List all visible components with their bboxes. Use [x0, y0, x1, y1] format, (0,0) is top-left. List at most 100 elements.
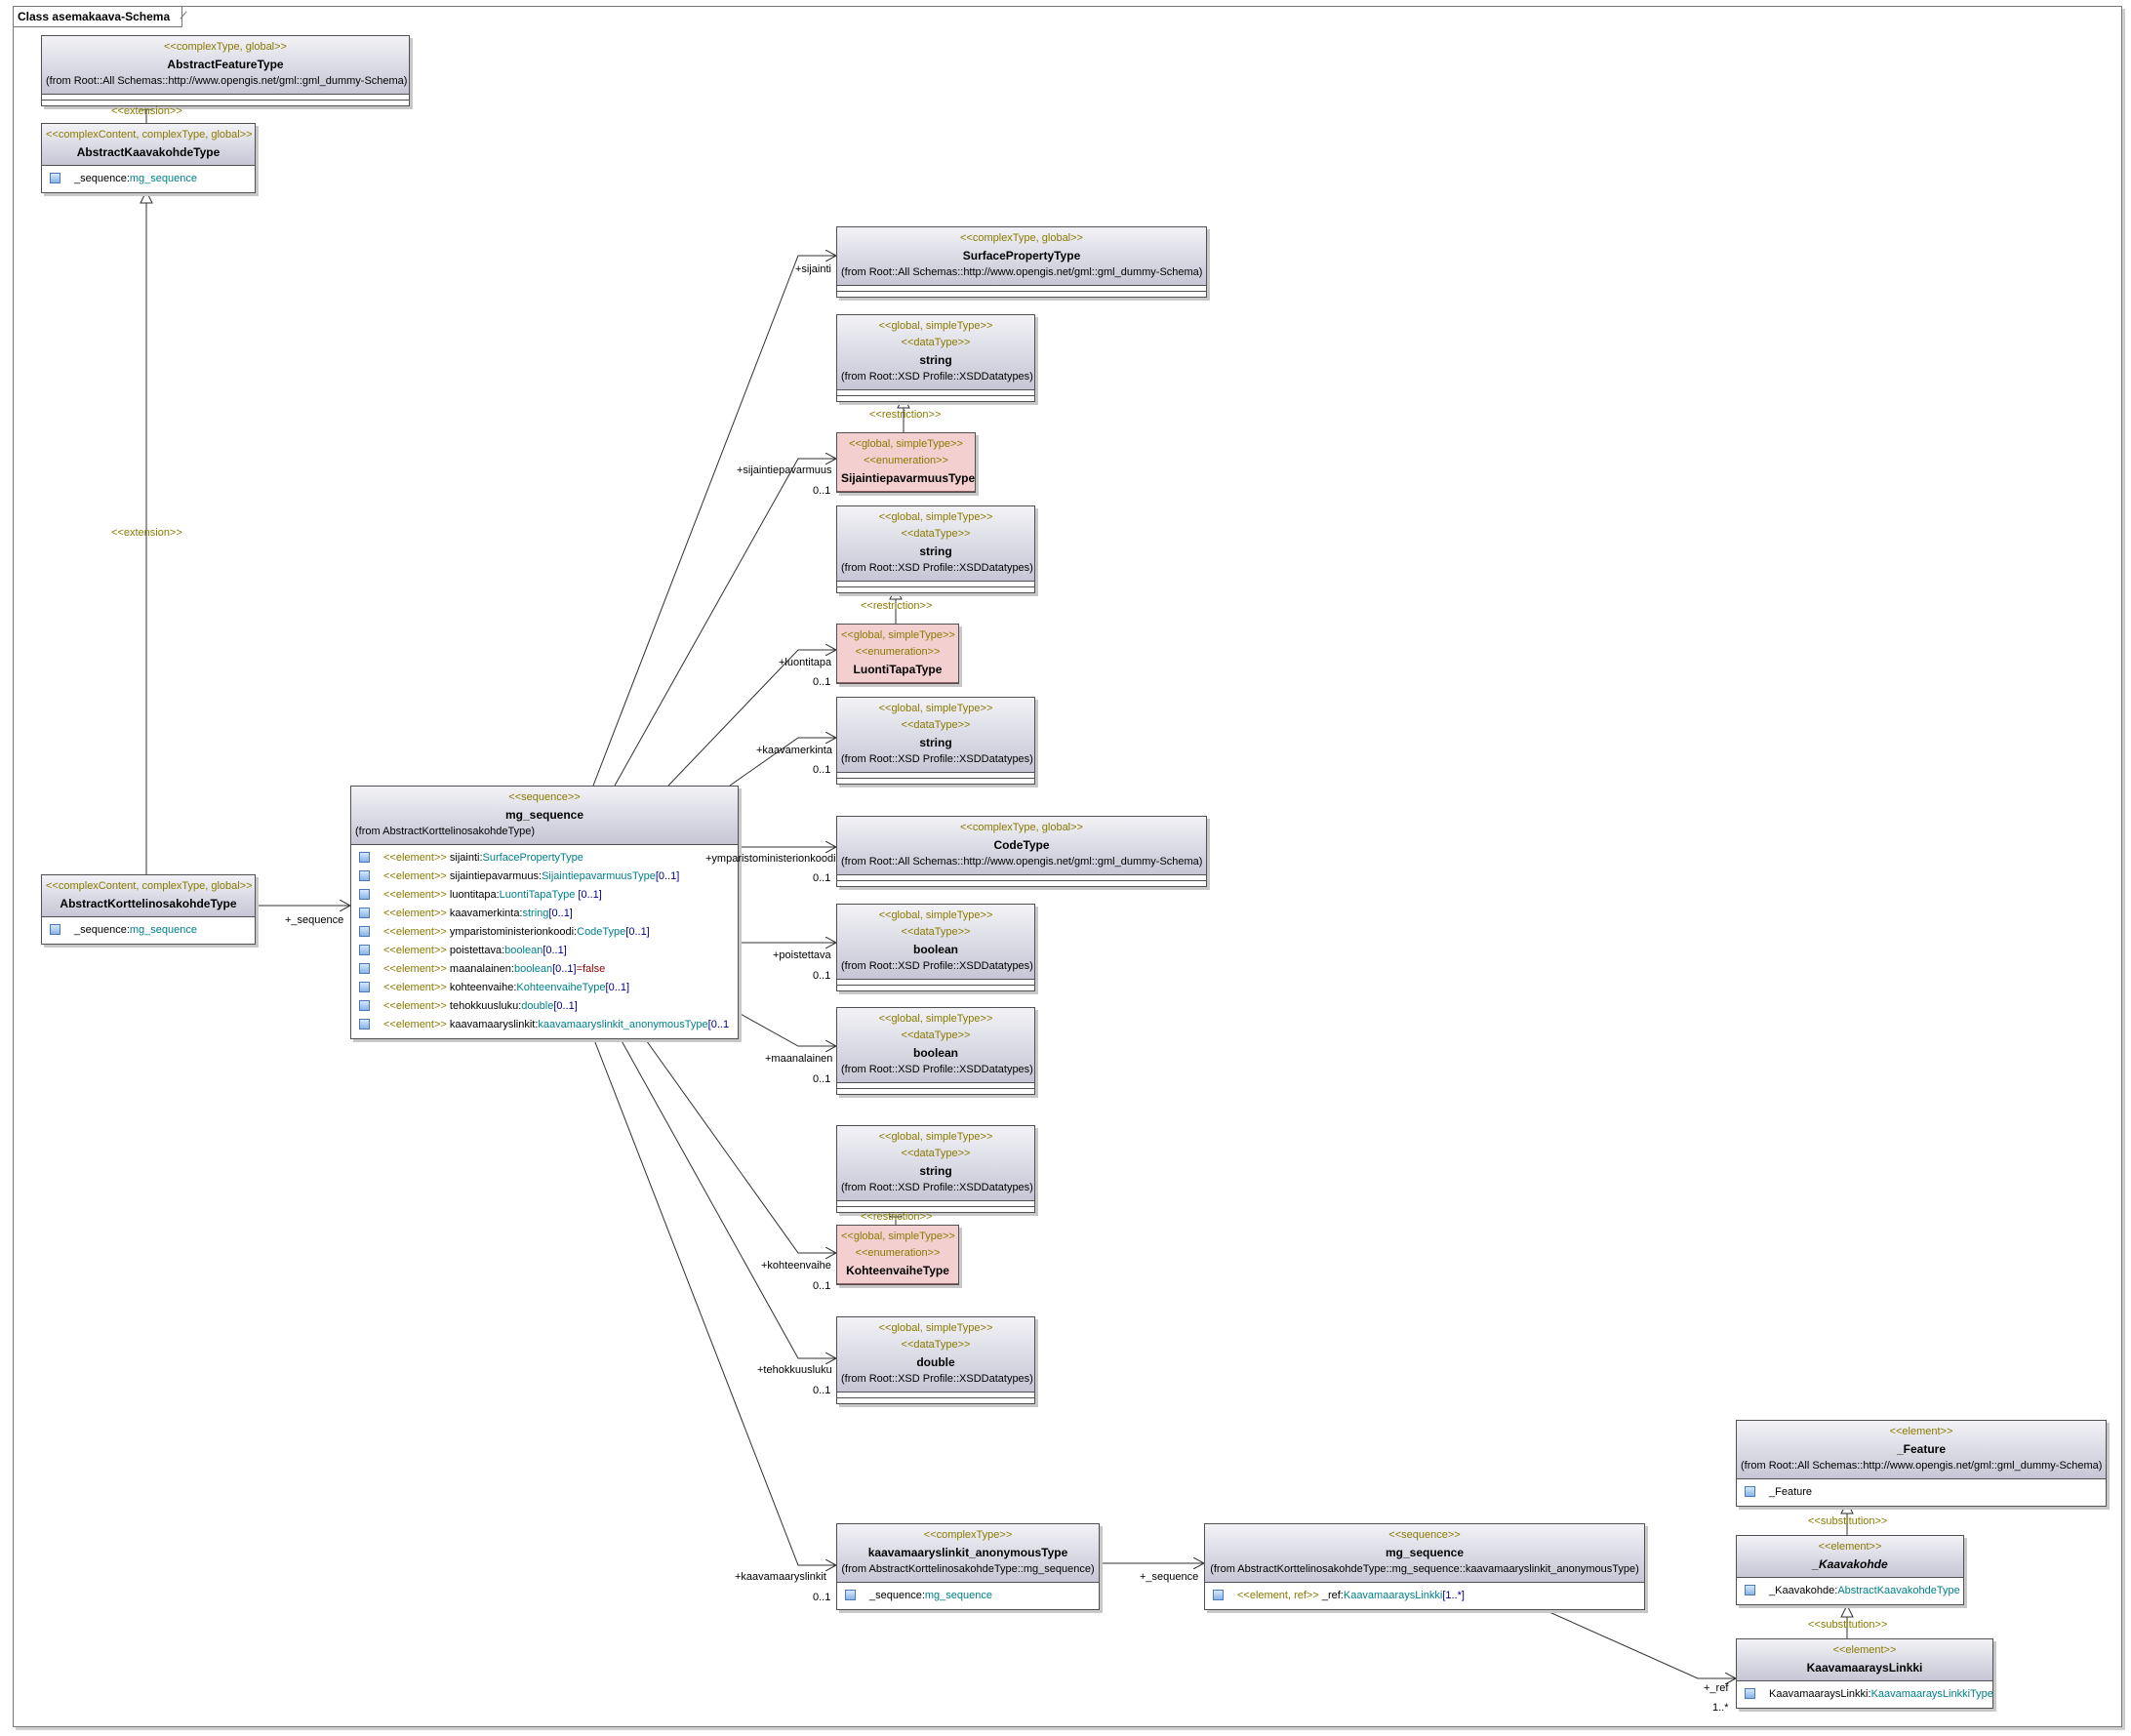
- class-kaavamaarays-linkki[interactable]: <<element>> KaavamaaraysLinkki Kaavamaar…: [1736, 1638, 1993, 1709]
- attribute-row[interactable]: _sequence:mg_sequence: [42, 170, 255, 188]
- restriction-label: <<restriction>>: [869, 409, 942, 421]
- multiplicity-label: 0..1: [813, 1385, 831, 1396]
- attribute-icon: [359, 889, 370, 900]
- stereotype: <<global, simpleType>>: [878, 1322, 993, 1334]
- class-double-1[interactable]: <<global, simpleType>> <<dataType>> doub…: [836, 1316, 1035, 1404]
- class-string-3[interactable]: <<global, simpleType>> <<dataType>> stri…: [836, 697, 1035, 785]
- stereotype: <<global, simpleType>>: [878, 1013, 993, 1025]
- multiplicity-label: 0..1: [813, 970, 831, 982]
- class-namespace: (from Root::All Schemas::http://www.open…: [841, 856, 1203, 868]
- attribute-row[interactable]: <<element>> sijainti:SurfacePropertyType: [351, 849, 738, 868]
- stereotype: <<dataType>>: [901, 926, 971, 938]
- class-abstract-feature-type[interactable]: <<complexType, global>> AbstractFeatureT…: [41, 35, 410, 106]
- role-label: +sijainti: [795, 263, 831, 275]
- attribute-compartment: _Feature: [1737, 1479, 2106, 1506]
- enum-sijaintiepavarmuus-type[interactable]: <<global, simpleType>> <<enumeration>> S…: [836, 432, 976, 493]
- stereotype: <<complexType, global>>: [960, 822, 1083, 833]
- class-boolean-1[interactable]: <<global, simpleType>> <<dataType>> bool…: [836, 904, 1035, 991]
- class-name: string: [919, 545, 952, 558]
- operation-compartment: [837, 985, 1034, 990]
- extension-label: <<extension>>: [111, 105, 182, 117]
- frame-title: Class asemakaava-Schema: [14, 7, 183, 27]
- class-name: kaavamaaryslinkit_anonymousType: [867, 1546, 1068, 1559]
- class-name: SijaintiepavarmuusType: [841, 471, 976, 485]
- attribute-compartment: <<element>> sijainti:SurfacePropertyType…: [351, 845, 738, 1038]
- attribute-icon: [1745, 1585, 1755, 1595]
- multiplicity-label: 1..*: [1712, 1702, 1729, 1714]
- operation-compartment: [837, 586, 1034, 592]
- attribute-row[interactable]: <<element>> kaavamerkinta:string[0..1]: [351, 905, 738, 923]
- substitution-label: <<substitution>>: [1808, 1515, 1888, 1527]
- stereotype: <<complexType>>: [923, 1529, 1013, 1541]
- class-namespace: (from Root::XSD Profile::XSDDatatypes): [841, 1182, 1033, 1193]
- stereotype: <<sequence>>: [1388, 1529, 1461, 1541]
- operation-compartment: [837, 880, 1206, 886]
- class-name: _Feature: [1896, 1442, 1947, 1456]
- stereotype: <<dataType>>: [901, 337, 971, 348]
- class-mg-sequence[interactable]: <<sequence>> mg_sequence (from AbstractK…: [350, 786, 739, 1039]
- assoc-kaavamerkinta: [729, 738, 836, 787]
- attribute-compartment: _sequence:mg_sequence: [837, 1583, 1099, 1609]
- operation-compartment: [837, 1088, 1034, 1094]
- class-boolean-2[interactable]: <<global, simpleType>> <<dataType>> bool…: [836, 1007, 1035, 1095]
- stereotype: <<global, simpleType>>: [878, 909, 993, 921]
- class-feature[interactable]: <<element>> _Feature (from Root::All Sch…: [1736, 1420, 2107, 1507]
- class-namespace: (from Root::All Schemas::http://www.open…: [841, 266, 1203, 278]
- class-string-2[interactable]: <<global, simpleType>> <<dataType>> stri…: [836, 505, 1035, 593]
- operation-compartment: [837, 395, 1034, 401]
- multiplicity-label: 0..1: [813, 1280, 831, 1292]
- attribute-row[interactable]: <<element>> kaavamaaryslinkit:kaavamaary…: [351, 1016, 738, 1034]
- attribute-row[interactable]: <<element>> tehokkuusluku:double[0..1]: [351, 997, 738, 1016]
- class-string-1[interactable]: <<global, simpleType>> <<dataType>> stri…: [836, 314, 1035, 402]
- attribute-row[interactable]: _sequence:mg_sequence: [837, 1587, 1099, 1605]
- enum-kohteenvaihe-type[interactable]: <<global, simpleType>> <<enumeration>> K…: [836, 1225, 959, 1285]
- attribute-row[interactable]: <<element>> luontitapa:LuontiTapaType [0…: [351, 886, 738, 905]
- attribute-row[interactable]: <<element>> kohteenvaihe:KohteenvaiheTyp…: [351, 979, 738, 997]
- class-namespace: (from AbstractKorttelinosakohdeType): [355, 826, 536, 837]
- class-abstract-korttelinosakohde-type[interactable]: <<complexContent, complexType, global>> …: [41, 874, 256, 945]
- multiplicity-label: 0..1: [813, 1073, 831, 1085]
- class-name: boolean: [912, 1046, 958, 1060]
- class-name: AbstractKaavakohdeType: [76, 145, 221, 159]
- class-code-type[interactable]: <<complexType, global>> CodeType (from R…: [836, 816, 1207, 887]
- attribute-icon: [359, 908, 370, 918]
- assoc-tehokkuusluku: [619, 1036, 836, 1358]
- attribute-row[interactable]: <<element>> sijaintiepavarmuus:Sijaintie…: [351, 868, 738, 886]
- class-abstract-kaavakohde-type[interactable]: <<complexContent, complexType, global>> …: [41, 123, 256, 193]
- class-name: LuontiTapaType: [853, 663, 943, 676]
- class-surface-property-type[interactable]: <<complexType, global>> SurfacePropertyT…: [836, 226, 1207, 298]
- stereotype: <<dataType>>: [901, 528, 971, 540]
- stereotype: <<dataType>>: [901, 719, 971, 731]
- attribute-row[interactable]: <<element>> poistettava:boolean[0..1]: [351, 942, 738, 960]
- multiplicity-label: 0..1: [813, 764, 831, 776]
- attribute-row[interactable]: <<element>> ymparistoministerionkoodi:Co…: [351, 923, 738, 942]
- class-name: KaavamaaraysLinkki: [1806, 1661, 1923, 1675]
- enum-luontitapa-type[interactable]: <<global, simpleType>> <<enumeration>> L…: [836, 624, 959, 684]
- attribute-row[interactable]: <<element, ref>> _ref:KaavamaaraysLinkki…: [1205, 1587, 1644, 1605]
- class-namespace: (from Root::All Schemas::http://www.open…: [1741, 1460, 2103, 1472]
- attribute-row[interactable]: _sequence:mg_sequence: [42, 921, 255, 940]
- multiplicity-label: 0..1: [813, 1592, 831, 1603]
- attribute-row[interactable]: _Kaavakohde:AbstractKaavakohdeType: [1737, 1582, 1963, 1600]
- class-namespace: (from Root::All Schemas::http://www.open…: [46, 75, 408, 87]
- attribute-row[interactable]: _Feature: [1737, 1483, 2106, 1502]
- substitution-label: <<substitution>>: [1808, 1619, 1888, 1631]
- attribute-row[interactable]: KaavamaaraysLinkki:KaavamaaraysLinkkiTyp…: [1737, 1685, 1993, 1704]
- class-string-4[interactable]: <<global, simpleType>> <<dataType>> stri…: [836, 1125, 1035, 1213]
- stereotype: <<element>>: [1818, 1541, 1882, 1553]
- class-namespace: (from Root::XSD Profile::XSDDatatypes): [841, 371, 1033, 383]
- attribute-compartment: _sequence:mg_sequence: [42, 166, 255, 192]
- class-namespace: (from Root::XSD Profile::XSDDatatypes): [841, 1064, 1033, 1075]
- attribute-row[interactable]: <<element>> maanalainen:boolean[0..1]=fa…: [351, 960, 738, 979]
- class-namespace: (from Root::XSD Profile::XSDDatatypes): [841, 1373, 1033, 1385]
- class-name: SurfacePropertyType: [962, 249, 1081, 262]
- attribute-icon: [359, 926, 370, 937]
- class-mg-sequence-2[interactable]: <<sequence>> mg_sequence (from AbstractK…: [1204, 1523, 1645, 1610]
- class-kaavamaaryslinkit-anonymous-type[interactable]: <<complexType>> kaavamaaryslinkit_anonym…: [836, 1523, 1100, 1610]
- attribute-icon: [359, 870, 370, 881]
- substitution-edge-1: [1840, 1500, 1854, 1535]
- role-label: +kohteenvaihe: [761, 1260, 831, 1272]
- stereotype: <<global, simpleType>>: [841, 629, 955, 641]
- class-kaavakohde[interactable]: <<element>> _Kaavakohde _Kaavakohde:Abst…: [1736, 1535, 1964, 1605]
